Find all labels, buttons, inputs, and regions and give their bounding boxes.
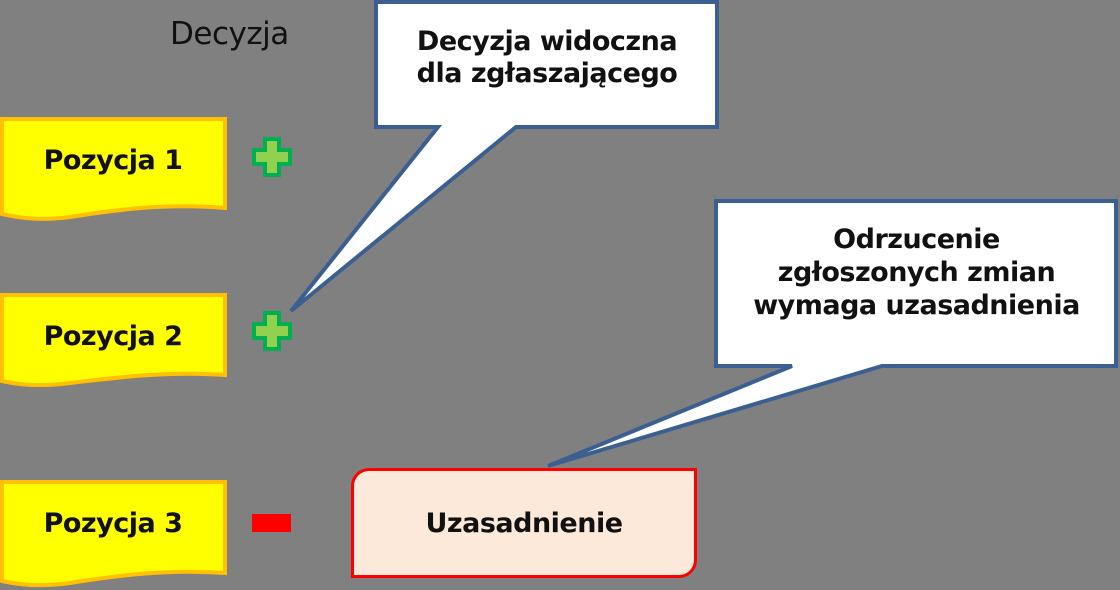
plus-icon — [252, 311, 292, 351]
callout-line: dla zgłaszającego — [416, 58, 678, 90]
callout-line: Decyzja widoczna — [416, 26, 678, 57]
item-label: Pozycja 3 — [43, 508, 183, 539]
item-label: Pozycja 2 — [43, 321, 183, 352]
item-pozycja-1: Pozycja 1 — [0, 117, 228, 221]
decision-column-heading: Decyzja — [170, 16, 289, 52]
plus-icon — [252, 137, 292, 177]
minus-icon — [252, 514, 291, 532]
item-pozycja-3: Pozycja 3 — [0, 480, 228, 590]
callout-line: Odrzucenie — [833, 224, 1000, 255]
callout-decision-visible: Decyzja widoczna dla zgłaszającego — [378, 26, 716, 91]
item-label: Pozycja 1 — [43, 145, 183, 176]
callout-line: wymaga uzasadnienia — [753, 289, 1080, 321]
document-shape — [0, 117, 227, 221]
document-shape — [0, 480, 227, 588]
justification-box[interactable]: Uzasadnienie — [351, 468, 697, 578]
document-shape — [0, 293, 227, 387]
item-pozycja-2: Pozycja 2 — [0, 293, 228, 387]
callout-line: zgłoszonych zmian — [777, 256, 1056, 288]
callout-rejection-requires-justification: Odrzucenie zgłoszonych zmian wymaga uzas… — [718, 224, 1115, 323]
